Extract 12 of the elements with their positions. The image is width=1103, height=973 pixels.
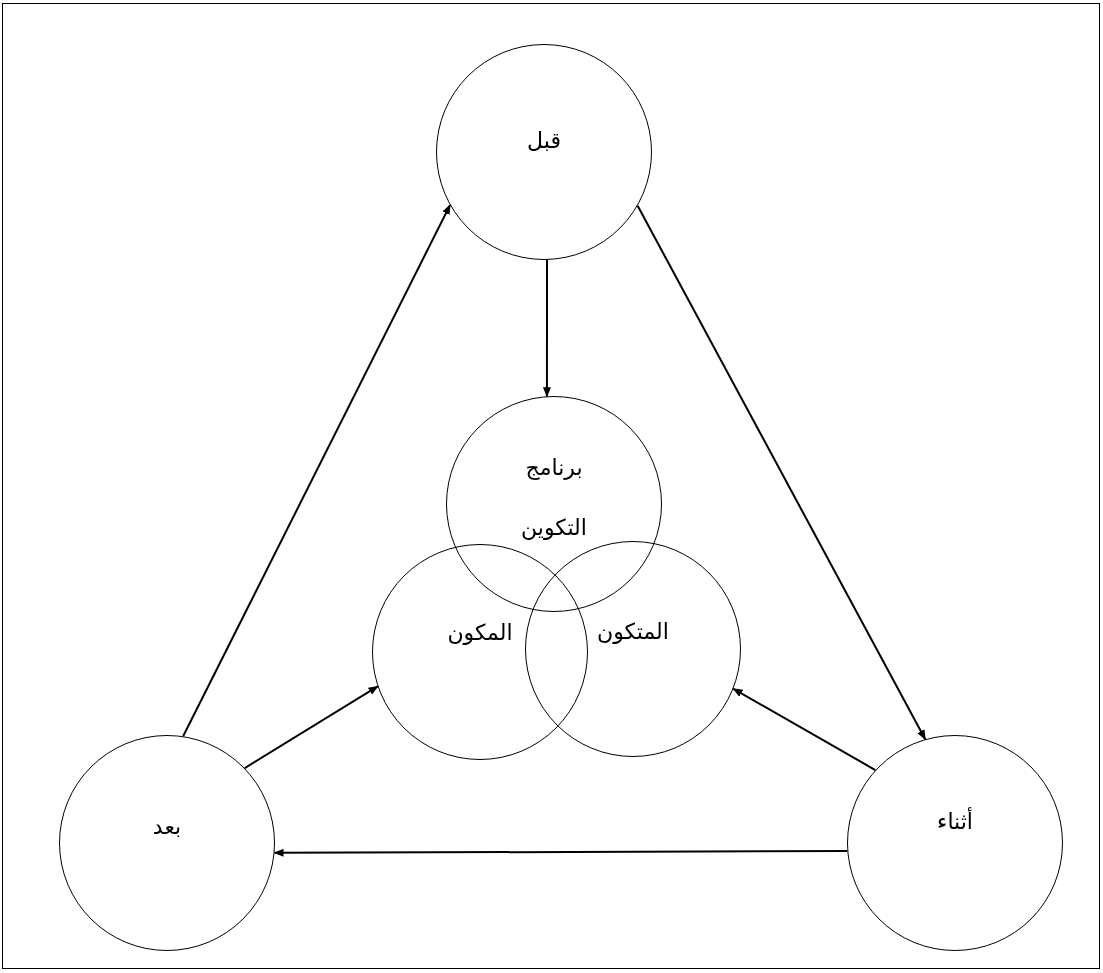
arrow (243, 685, 379, 770)
arrow (732, 687, 877, 772)
arrow (636, 204, 927, 741)
node-label: بعد (151, 813, 183, 841)
node-label: برنامج التكوين (520, 454, 588, 542)
node-label: المتكون (596, 618, 670, 646)
node-label: أثناء (936, 806, 974, 836)
arrow (182, 204, 451, 738)
node-label: قبل (526, 127, 562, 155)
arrow (273, 848, 849, 857)
node-label: المكون (446, 619, 514, 647)
arrow (542, 258, 551, 398)
